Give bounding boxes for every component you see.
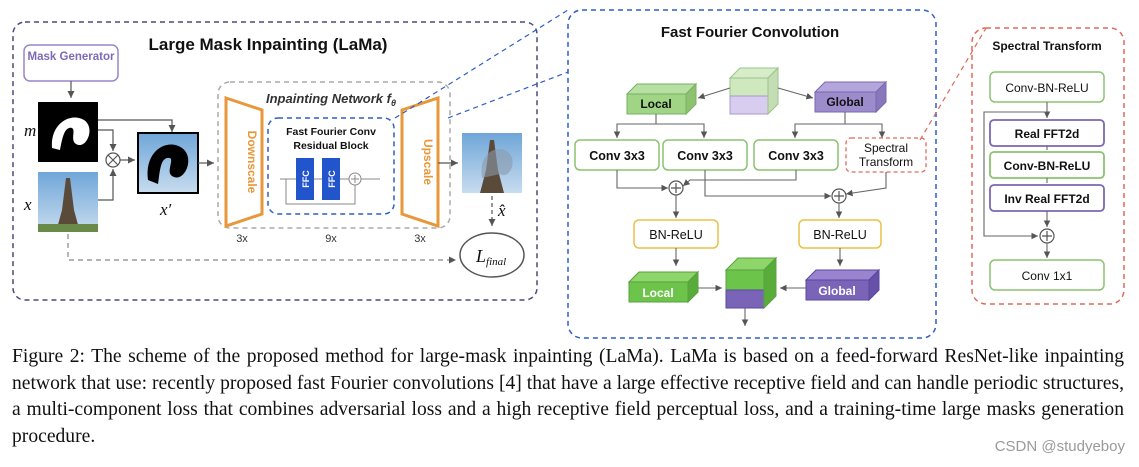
spectral-step-5 [989,259,1105,291]
ffc-unit-2 [322,158,340,200]
spectral-label-2: Transform [859,155,913,169]
ffc-residual-block [267,117,395,215]
mask-image [38,102,98,162]
inpainting-network-label: Inpainting Network fθ [266,91,396,108]
count-downscale: 3x [236,233,248,245]
lama-panel: Large Mask Inpainting (LaMa) Mask Genera… [12,21,538,301]
loss-node [459,232,525,278]
ffc-unit-1 [296,158,314,200]
global-input-label: Global [826,95,863,109]
ffc-block-subtitle: Residual Block [293,140,368,152]
figure-caption: Figure 2: The scheme of the proposed met… [12,346,1124,447]
var-x: x [23,195,32,214]
spectral-transform-box [845,137,927,173]
output-image [462,133,522,193]
spectral-panel: Spectral Transform Conv-BN-ReLU Real FFT… [971,27,1125,305]
output-tensor-cube [724,256,778,310]
spectral-step-5-label: Conv 1x1 [1022,269,1073,283]
var-x-prime: x′ [159,200,172,219]
spectral-step-3-label: Conv-BN-ReLU [1004,159,1091,173]
spectral-step-1-label: Conv-BN-ReLU [1005,81,1088,95]
var-m: m [24,121,36,140]
ffc-panel-title: Fast Fourier Convolution [661,24,839,41]
global-input-block [813,80,888,114]
upscale-label: Upscale [421,139,435,185]
ffc-panel: Fast Fourier Convolution Local Global [567,9,937,339]
lama-diagram: Large Mask Inpainting (LaMa) Mask Genera… [12,9,1125,339]
downscale-block [224,95,264,229]
loss-label: Lfinal [475,246,506,268]
spectral-step-2-label: Real FFT2d [1015,127,1080,141]
spectral-panel-title: Spectral Transform [992,39,1101,53]
ffc-label-2: FFC [327,170,337,188]
var-x-hat: x̂ [497,201,506,220]
count-upscale: 3x [414,233,426,245]
spectral-label-1: Spectral [864,141,908,155]
local-output-label: Local [642,286,673,300]
ffc-block-title: Fast Fourier Conv [286,126,376,138]
spectral-step-4-label: Inv Real FFT2d [1004,192,1089,206]
count-ffc: 9x [325,233,337,245]
downscale-label: Downscale [245,131,259,194]
input-tensor-cube [728,66,780,116]
input-image [38,172,98,232]
conv-label-3: Conv 3x3 [768,149,824,163]
mask-generator-label: Mask Generator [28,51,115,63]
watermark: CSDN @studyeboy [994,438,1125,455]
global-output-block [804,268,881,302]
local-output-block [627,270,700,304]
upscale-block [400,95,440,229]
bnrelu-label-1: BN-ReLU [649,228,703,242]
conv-label-1: Conv 3x3 [589,149,645,163]
ffc-label-1: FFC [301,170,311,188]
masked-image [137,132,199,194]
inpainting-network-box [217,81,451,229]
lama-title: Large Mask Inpainting (LaMa) [149,35,388,54]
bnrelu-label-2: BN-ReLU [813,228,867,242]
global-output-label: Global [818,284,855,298]
conv-label-2: Conv 3x3 [677,149,733,163]
local-input-label: Local [640,97,671,111]
